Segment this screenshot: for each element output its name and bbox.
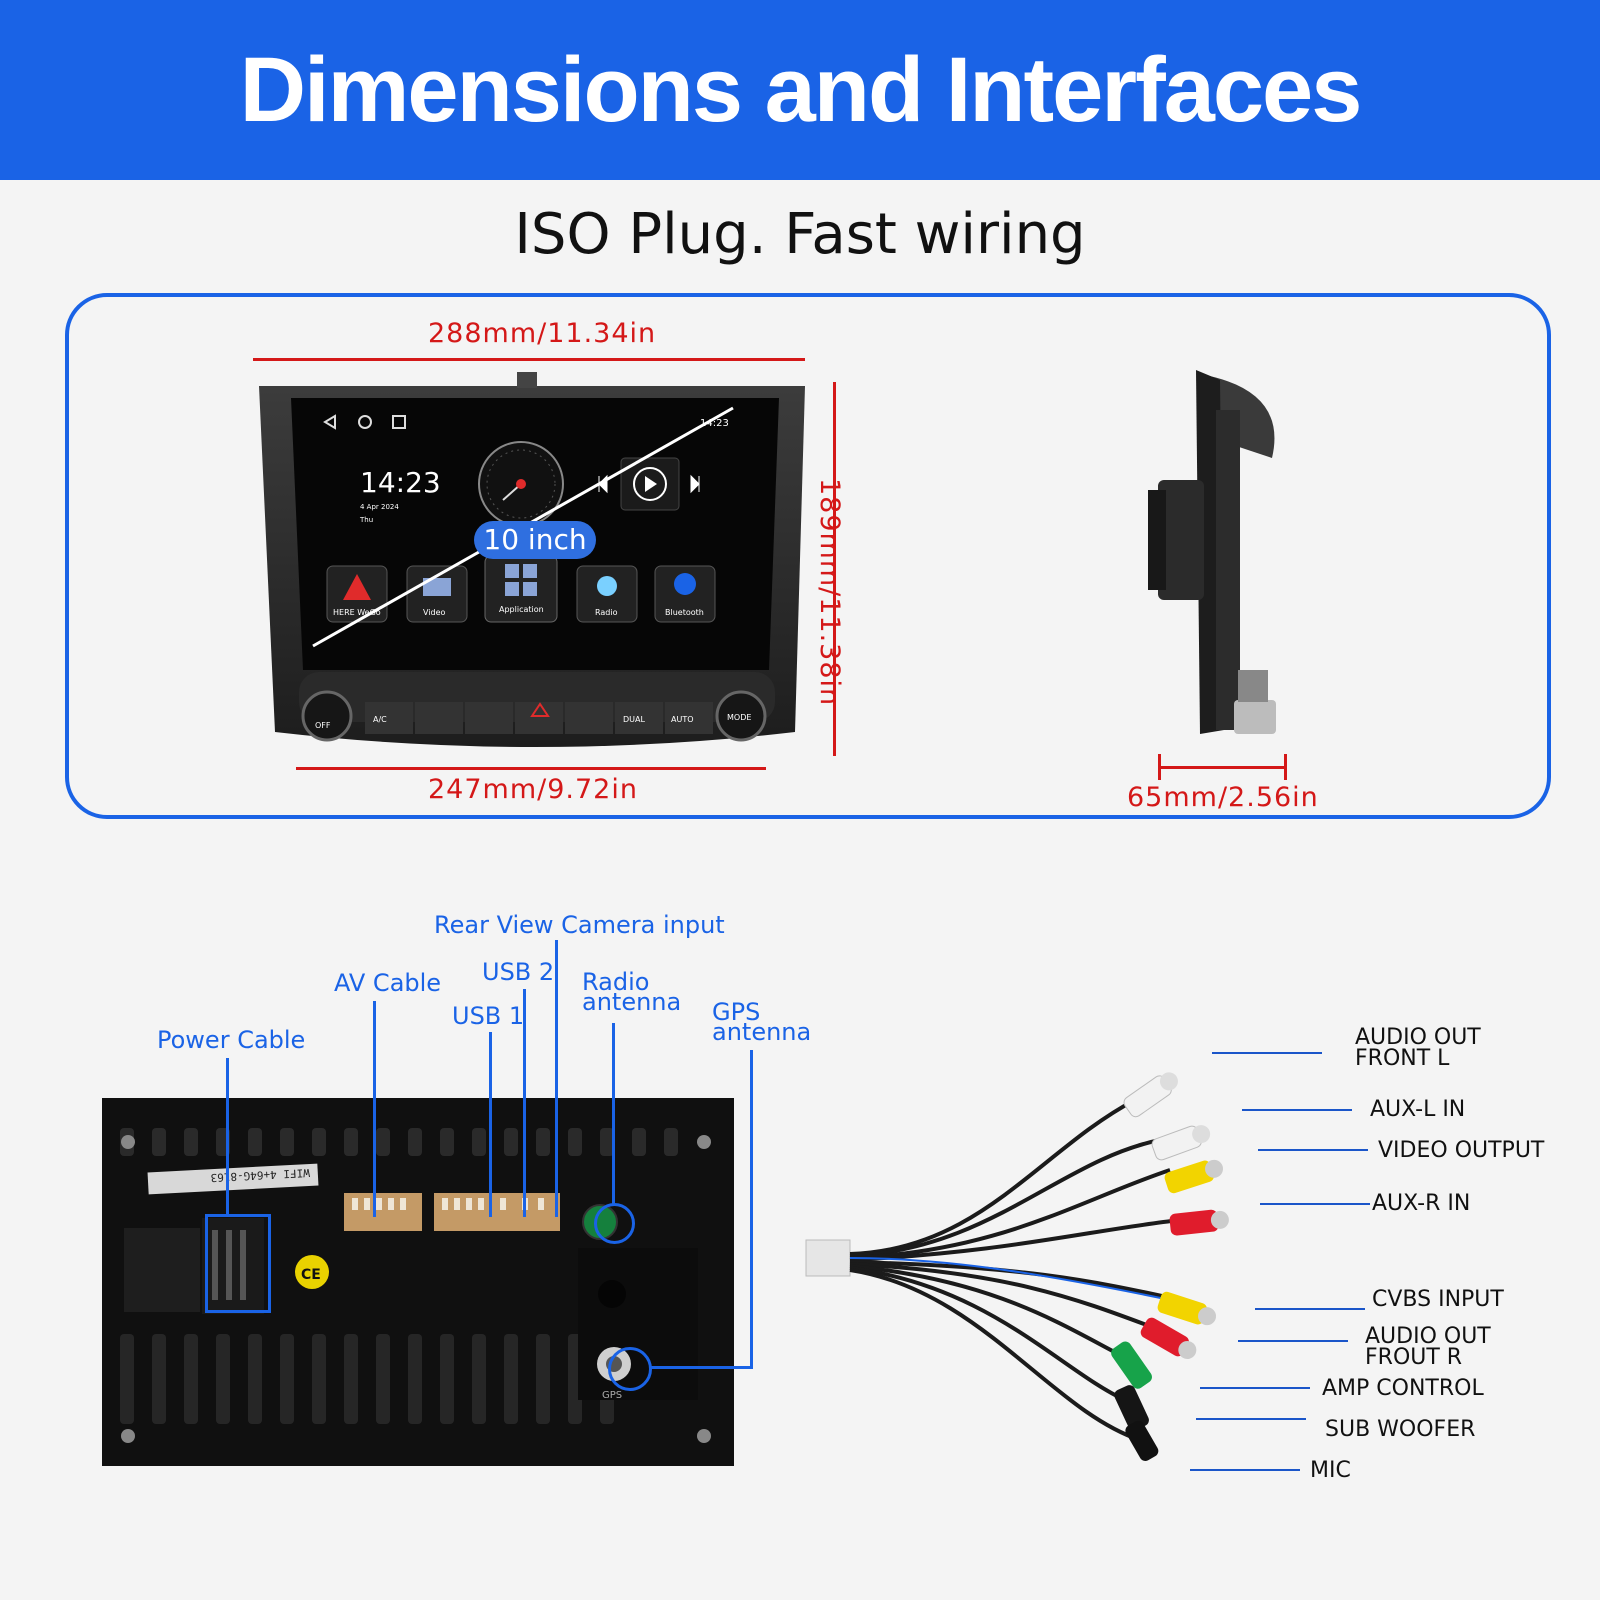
radio-antenna-highlight [594, 1203, 635, 1244]
svg-text:Radio: Radio [595, 608, 618, 617]
left-knob [301, 690, 353, 742]
climate-off: OFF [315, 721, 331, 730]
nav-recent-icon [392, 415, 406, 429]
ce-mark [295, 1255, 329, 1289]
head-unit-front: A/C DUAL AUTO MODE OFF 14:23 14:23 4 Apr… [259, 372, 805, 747]
label-audio-out-front-l-2: FRONT L [1355, 1046, 1450, 1071]
page-title: Dimensions and Interfaces [239, 39, 1363, 141]
climate-ac: A/C [373, 715, 387, 724]
head-unit-rear-panel: WIFI 4+64G-8163 CE GPS [102, 1098, 734, 1466]
dimension-width-top: 288mm/11.34in [428, 318, 657, 349]
label-cvbs-input: CVBS INPUT [1372, 1287, 1504, 1312]
label-av-cable: AV Cable [334, 969, 442, 997]
rca-amp-control [1111, 1341, 1152, 1389]
label-gps-antenna-1: GPS [712, 998, 761, 1026]
label-video-output: VIDEO OUTPUT [1378, 1138, 1545, 1163]
screen-size-badge: 10 inch [474, 521, 596, 559]
head-unit-side-profile [1148, 370, 1276, 734]
svg-text:Video: Video [423, 608, 446, 617]
nav-home-icon [358, 415, 372, 429]
rca-audio-out-frout-r [1140, 1317, 1197, 1359]
side-connector [1234, 700, 1276, 734]
svg-text:HERE WeGo: HERE WeGo [333, 608, 381, 617]
svg-text:Bluetooth: Bluetooth [665, 608, 704, 617]
label-radio-antenna-1: Radio [582, 968, 650, 996]
climate-auto: AUTO [671, 715, 694, 724]
rca-cvbs-input [1157, 1291, 1217, 1326]
play-icon [633, 467, 667, 501]
status-time: 14:23 [700, 418, 729, 429]
label-audio-out-frout-r-1: AUDIO OUT [1365, 1324, 1491, 1349]
label-rear-camera: Rear View Camera input [434, 911, 725, 939]
rca-aux-r-in [1169, 1209, 1229, 1236]
svg-text:WIFI 4+64G-8163: WIFI 4+64G-8163 [210, 1166, 310, 1184]
label-aux-l-in: AUX-L IN [1370, 1097, 1466, 1122]
dimension-depth: 65mm/2.56in [1127, 782, 1319, 813]
rca-video-output [1164, 1159, 1224, 1194]
label-power-cable: Power Cable [157, 1026, 306, 1054]
svg-text:CE: CE [301, 1267, 321, 1283]
header-banner [0, 0, 1600, 180]
gps-antenna-highlight [608, 1347, 652, 1391]
harness-plug [805, 1239, 851, 1277]
rca-audio-out-front-l [1123, 1072, 1178, 1118]
label-gps-antenna-2: antenna [712, 1018, 812, 1046]
rear-sticker [147, 1163, 319, 1195]
label-audio-out-frout-r-2: FROUT R [1365, 1345, 1463, 1370]
jack-mic [1125, 1420, 1159, 1461]
home-weekday: Thu [359, 516, 373, 524]
label-radio-antenna-2: antenna [582, 988, 682, 1016]
home-date: 4 Apr 2024 [360, 503, 399, 511]
label-mic: MIC [1310, 1458, 1351, 1483]
dimension-line-depth [1158, 766, 1286, 769]
dimension-line-bottom [296, 767, 766, 770]
power-cable-highlight [205, 1214, 271, 1313]
home-clock: 14:23 [360, 466, 441, 499]
label-aux-r-in: AUX-R IN [1372, 1191, 1471, 1216]
label-usb2: USB 2 [482, 958, 555, 986]
av-cable-harness [805, 1072, 1229, 1461]
dimension-height: 189mm/11.38in [814, 478, 845, 707]
label-sub-woofer: SUB WOOFER [1325, 1417, 1476, 1442]
label-amp-control: AMP CONTROL [1322, 1376, 1484, 1401]
dimension-line-top [253, 358, 805, 361]
climate-dual: DUAL [623, 715, 645, 724]
rca-aux-l-in [1151, 1125, 1211, 1161]
dimension-width-bottom: 247mm/9.72in [428, 774, 638, 805]
dimension-line-height [833, 382, 836, 756]
rca-sub-woofer [1114, 1385, 1149, 1431]
label-usb1: USB 1 [452, 1002, 525, 1030]
climate-mode: MODE [727, 713, 751, 722]
svg-text:GPS: GPS [602, 1390, 622, 1401]
dimensions-frame [65, 293, 1551, 819]
next-track-icon [690, 474, 700, 494]
label-audio-out-front-l-1: AUDIO OUT [1355, 1025, 1481, 1050]
svg-text:Application: Application [499, 605, 544, 614]
nav-back-icon [323, 414, 336, 430]
right-knob [715, 690, 767, 742]
page-subtitle: ISO Plug. Fast wiring [514, 202, 1086, 267]
